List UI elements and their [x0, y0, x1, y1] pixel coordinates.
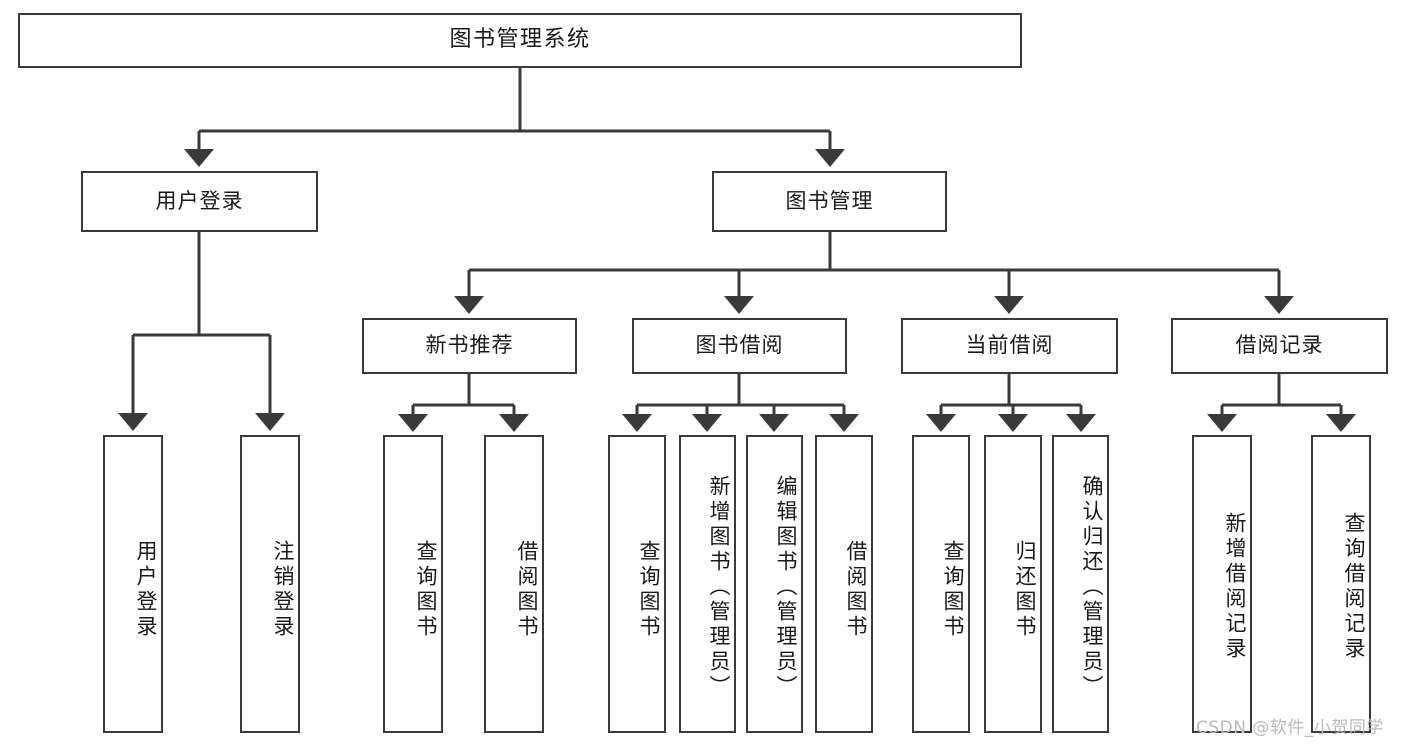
node-leaf-edit-book-admin[interactable]: 编辑图书（管理员） [746, 435, 803, 733]
node-leaf-confirm-return-label: 确认归还（管理员） [1080, 474, 1104, 700]
node-leaf-logout[interactable]: 注销登录 [240, 435, 300, 733]
node-leaf-query-book-1[interactable]: 查询图书 [383, 435, 443, 733]
node-leaf-add-record[interactable]: 新增借阅记录 [1192, 435, 1252, 733]
node-leaf-query-record-label: 查询借阅记录 [1342, 512, 1366, 662]
node-leaf-return-book-label: 归还图书 [1013, 540, 1037, 640]
node-leaf-borrow-book-2-label: 借阅图书 [844, 540, 868, 640]
node-leaf-borrow-book-1[interactable]: 借阅图书 [484, 435, 544, 733]
node-new-book-recommend[interactable]: 新书推荐 [362, 318, 577, 374]
node-book-manage[interactable]: 图书管理 [712, 171, 947, 232]
node-book-borrow-label: 图书借阅 [695, 333, 784, 358]
node-current-borrow-label: 当前借阅 [965, 333, 1054, 358]
node-leaf-query-book-2-label: 查询图书 [637, 540, 661, 640]
node-root-label: 图书管理系统 [449, 27, 591, 53]
node-borrow-record[interactable]: 借阅记录 [1171, 318, 1388, 374]
csdn-watermark: CSDN @软件_小贺同学 [1196, 718, 1384, 738]
node-leaf-query-book-2[interactable]: 查询图书 [608, 435, 666, 733]
node-leaf-query-book-3-label: 查询图书 [941, 540, 965, 640]
node-book-borrow[interactable]: 图书借阅 [632, 318, 847, 374]
node-user-login-label: 用户登录 [155, 188, 244, 213]
node-leaf-confirm-return[interactable]: 确认归还（管理员） [1052, 435, 1109, 733]
node-leaf-query-record[interactable]: 查询借阅记录 [1311, 435, 1371, 733]
node-leaf-logout-label: 注销登录 [271, 540, 295, 640]
node-leaf-add-book-admin-label: 新增图书（管理员） [707, 474, 731, 700]
node-leaf-borrow-book-1-label: 借阅图书 [515, 540, 539, 640]
node-book-manage-label: 图书管理 [785, 188, 874, 213]
node-leaf-add-book-admin[interactable]: 新增图书（管理员） [679, 435, 736, 733]
node-leaf-return-book[interactable]: 归还图书 [984, 435, 1042, 733]
node-root[interactable]: 图书管理系统 [18, 13, 1022, 68]
node-leaf-query-book-1-label: 查询图书 [414, 540, 438, 640]
node-leaf-edit-book-admin-label: 编辑图书（管理员） [774, 474, 798, 700]
node-leaf-user-login[interactable]: 用户登录 [103, 435, 163, 733]
node-current-borrow[interactable]: 当前借阅 [901, 318, 1118, 374]
node-leaf-borrow-book-2[interactable]: 借阅图书 [815, 435, 873, 733]
node-borrow-record-label: 借阅记录 [1235, 333, 1324, 358]
node-new-book-recommend-label: 新书推荐 [425, 333, 514, 358]
node-leaf-query-book-3[interactable]: 查询图书 [912, 435, 970, 733]
node-leaf-add-record-label: 新增借阅记录 [1223, 512, 1247, 662]
node-leaf-user-login-label: 用户登录 [134, 540, 158, 640]
node-user-login[interactable]: 用户登录 [81, 171, 318, 232]
